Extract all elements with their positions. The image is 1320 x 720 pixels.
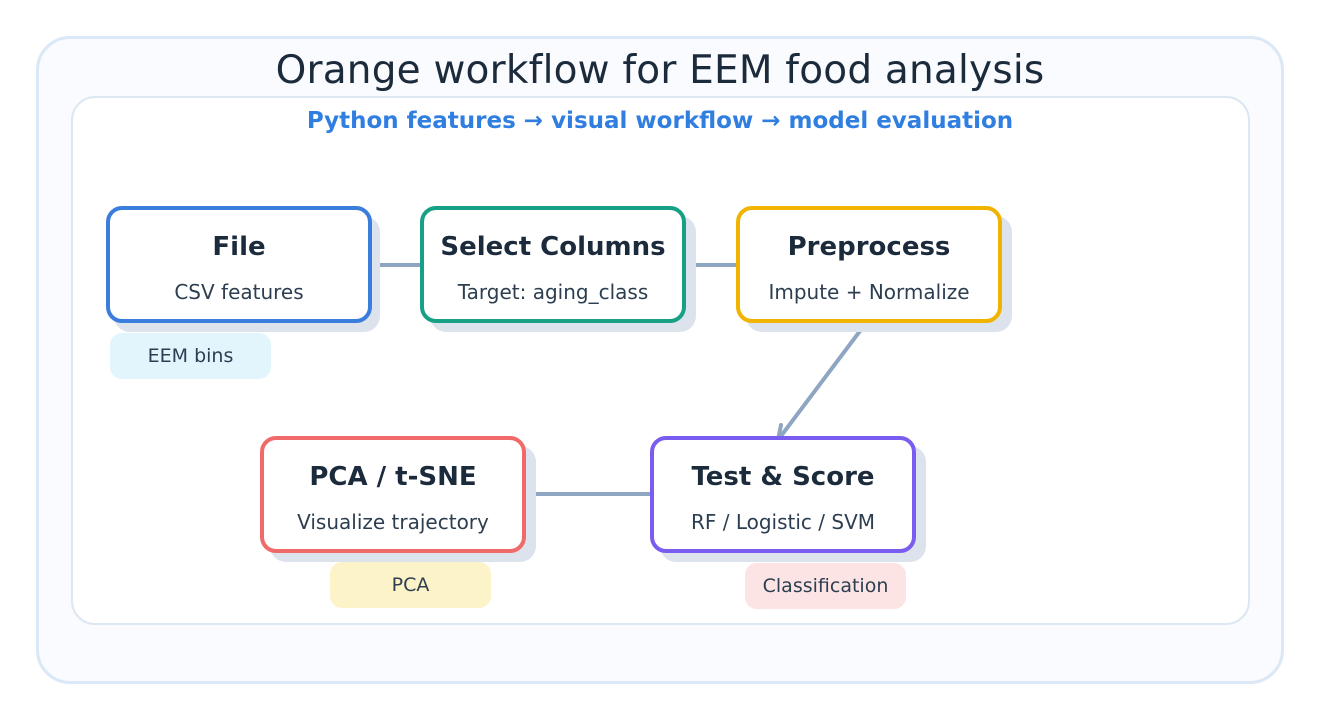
node-subtitle: Impute + Normalize [768, 280, 970, 304]
diagram-title: Orange workflow for EEM food analysis [275, 48, 1045, 93]
node-preprocess[interactable]: Preprocess Impute + Normalize [736, 206, 1002, 323]
tag-eem-bins: EEM bins [110, 333, 271, 379]
node-title: Select Columns [440, 232, 666, 262]
node-subtitle: RF / Logistic / SVM [690, 510, 876, 534]
node-subtitle: Target: aging_class [457, 280, 649, 304]
tag-classification: Classification [745, 563, 906, 609]
diagram-subtitle: Python features → visual workflow → mode… [306, 108, 1014, 134]
node-title: Test & Score [691, 462, 875, 492]
node-subtitle: Visualize trajectory [297, 510, 489, 534]
node-subtitle: CSV features [174, 280, 304, 304]
node-select-columns[interactable]: Select Columns Target: aging_class [420, 206, 686, 323]
edge-preprocess-to-test [762, 321, 868, 442]
node-file[interactable]: File CSV features [106, 206, 372, 323]
node-title: Preprocess [787, 232, 951, 262]
node-title: File [212, 232, 266, 262]
node-pca-tsne[interactable]: PCA / t-SNE Visualize trajectory [260, 436, 526, 553]
node-title: PCA / t-SNE [309, 462, 477, 492]
tag-pca: PCA [330, 562, 491, 608]
edge-test-to-pca [525, 479, 670, 509]
node-test-and-score[interactable]: Test & Score RF / Logistic / SVM [650, 436, 916, 553]
